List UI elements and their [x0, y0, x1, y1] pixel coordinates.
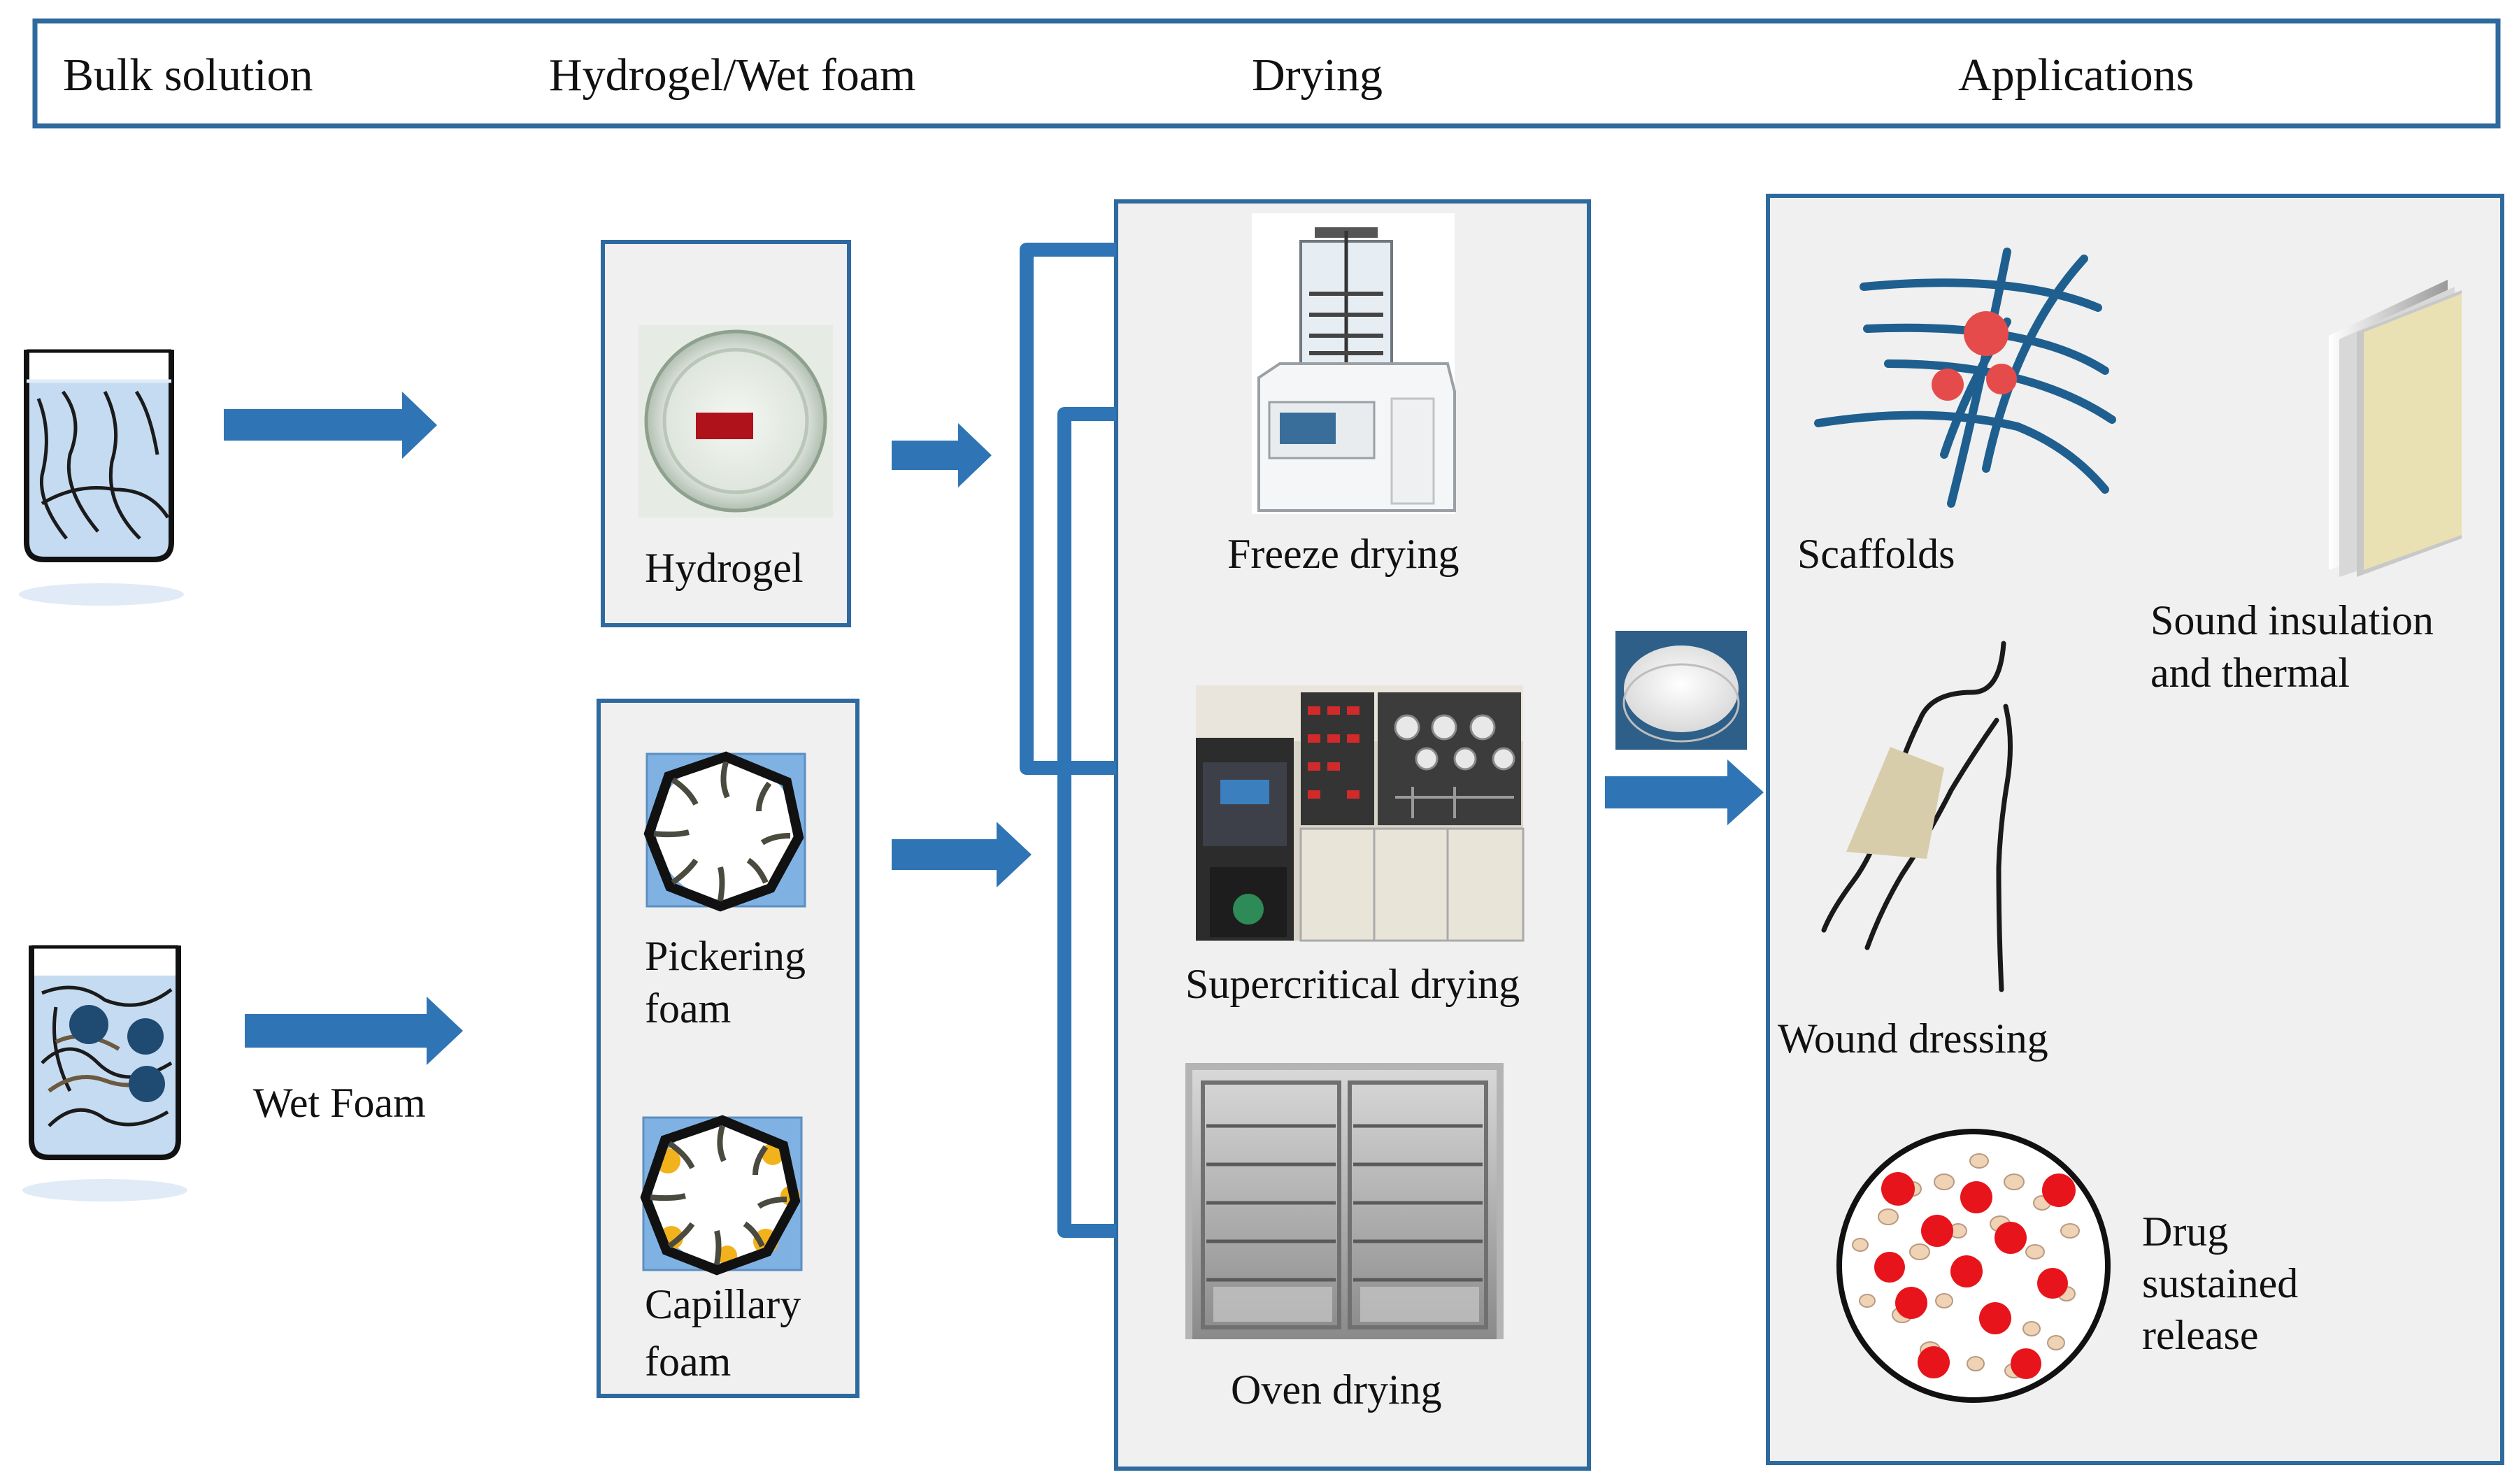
capillary-foam-label-line2: foam [645, 1339, 732, 1385]
oven-dryer-photo [1185, 1063, 1504, 1339]
hydrogel-dish-photo [638, 325, 833, 518]
arrow-beaker1-to-hydrogel [224, 392, 437, 459]
header-frame [32, 18, 2501, 129]
pickering-foam-label-line2: foam [645, 985, 732, 1032]
arrow-wetfoam-to-drying [892, 822, 1032, 887]
wet-foam-label: Wet Foam [253, 1080, 426, 1126]
supercritical-drying-label: Supercritical drying [1185, 961, 1520, 1007]
header-hydrogel-wet-foam: Hydrogel/Wet foam [549, 50, 916, 101]
freeze-dryer-photo [1252, 213, 1456, 514]
pickering-foam-label-line1: Pickering [645, 933, 806, 979]
beaker-with-particles-icon [22, 945, 187, 1201]
drying-brackets [1020, 243, 1116, 1238]
hydrogel-label: Hydrogel [645, 545, 804, 591]
capillary-foam-cell-icon [640, 1115, 803, 1276]
drug-release-sphere-icon [1836, 1129, 2111, 1403]
arrow-drying-to-applications [1605, 759, 1764, 825]
beaker-with-fibers-icon [19, 349, 184, 606]
header-drying: Drying [1252, 50, 1383, 101]
scaffold-cells [1932, 311, 2017, 401]
drug-release-label-line3: release [2142, 1312, 2259, 1358]
wound-dressing-label: Wound dressing [1778, 1015, 2048, 1062]
capillary-foam-label-line1: Capillary [645, 1281, 801, 1327]
arrows [224, 392, 1764, 1065]
drug-release-label-line1: Drug [2142, 1208, 2229, 1255]
freeze-drying-label: Freeze drying [1227, 531, 1460, 577]
aerogel-disc-photo [1615, 631, 1747, 750]
header-applications: Applications [1958, 50, 2195, 101]
arrow-beaker2-to-wetfoam [245, 997, 463, 1065]
sound-insulation-label-line2: and thermal [2150, 650, 2350, 696]
drug-release-label-line2: sustained [2142, 1260, 2299, 1306]
oven-drying-label: Oven drying [1231, 1367, 1442, 1413]
arrow-hydrogel-to-drying [892, 423, 992, 487]
supercritical-dryer-photo [1196, 685, 1525, 942]
header-bulk-solution: Bulk solution [63, 50, 313, 101]
insulation-panel-icon [2329, 280, 2462, 577]
sound-insulation-label-line1: Sound insulation [2150, 597, 2434, 643]
scaffolds-label: Scaffolds [1797, 531, 1955, 577]
wound-bandage [1846, 747, 1944, 859]
pickering-foam-cell-icon [643, 751, 806, 912]
